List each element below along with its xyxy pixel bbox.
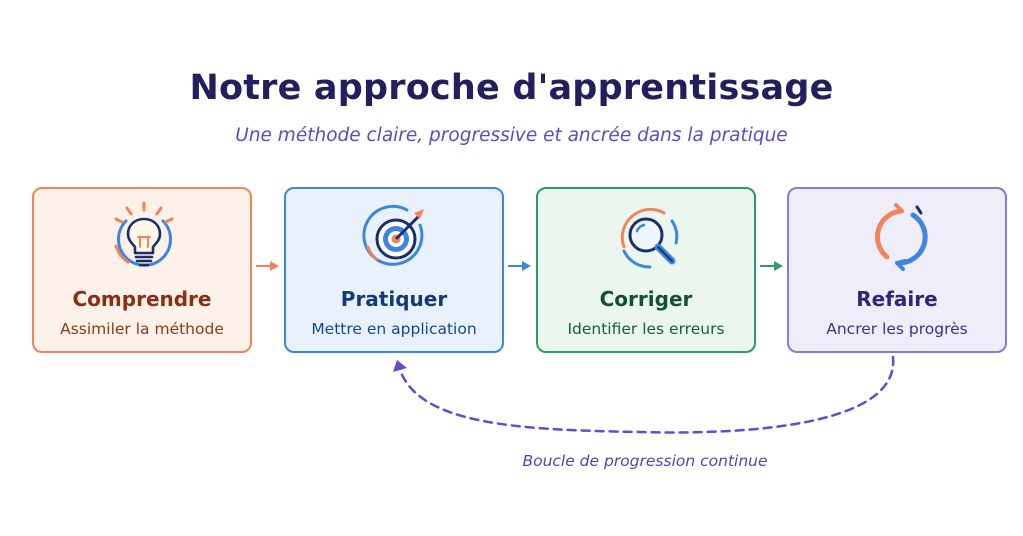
- refresh-cycle-icon: [861, 199, 937, 275]
- loop-label: Boucle de progression continue: [522, 452, 768, 470]
- step-description: Ancrer les progrès: [826, 320, 968, 338]
- arrow-comprendre-to-pratiquer: [256, 261, 279, 271]
- step-description: Mettre en application: [311, 320, 477, 338]
- step-description: Assimiler la méthode: [60, 320, 224, 338]
- step-card-pratiquer: Pratiquer Mettre en application: [284, 187, 504, 353]
- step-card-comprendre: Comprendre Assimiler la méthode: [32, 187, 252, 353]
- page-subtitle: Une méthode claire, progressive et ancré…: [235, 125, 788, 146]
- step-name: Pratiquer: [340, 287, 448, 311]
- step-name: Refaire: [856, 287, 938, 311]
- step-description: Identifier les erreurs: [567, 320, 725, 338]
- page-title: Notre approche d'apprentissage: [189, 68, 834, 108]
- step-name: Comprendre: [72, 287, 212, 311]
- step-name: Corriger: [599, 287, 693, 311]
- target-icon: [358, 199, 434, 275]
- lightbulb-icon: [106, 199, 182, 275]
- arrow-pratiquer-to-corriger: [508, 261, 531, 271]
- loop-arrow: [393, 355, 895, 434]
- step-card-corriger: Corriger Identifier les erreurs: [536, 187, 756, 353]
- arrow-corriger-to-refaire: [760, 261, 783, 271]
- magnifier-icon: [610, 199, 686, 275]
- step-card-refaire: Refaire Ancrer les progrès: [787, 187, 1007, 353]
